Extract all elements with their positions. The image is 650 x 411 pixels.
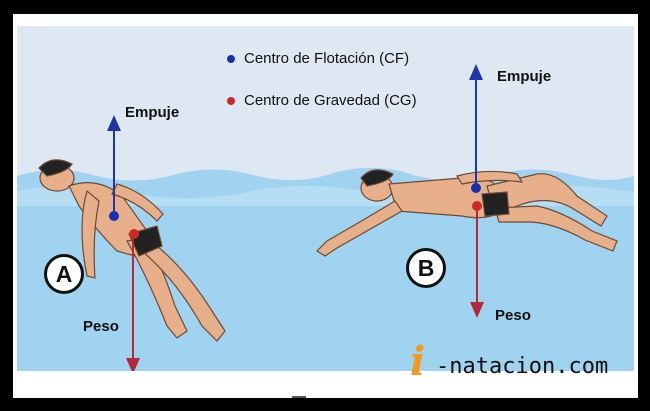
cg-point-a xyxy=(129,229,139,239)
cf-legend-label: Centro de Flotación (CF) xyxy=(244,50,409,67)
brand-i-glyph: i xyxy=(410,338,425,385)
cf-point-a xyxy=(109,211,119,221)
cf-legend-dot xyxy=(227,55,235,63)
peso-label-a: Peso xyxy=(83,318,119,335)
cg-point-b xyxy=(472,201,482,211)
empuje-arrow-b-head xyxy=(469,64,483,80)
cf-point-b xyxy=(471,183,481,193)
legend-cf: Centro de Flotación (CF) xyxy=(227,50,409,67)
brand-text: -natacion.com xyxy=(436,354,608,379)
badge-b: B xyxy=(406,248,446,288)
empuje-label-b: Empuje xyxy=(497,68,551,85)
empuje-label-a: Empuje xyxy=(125,104,179,121)
peso-label-b: Peso xyxy=(495,307,531,324)
cg-legend-dot xyxy=(227,97,235,105)
legend-cg: Centro de Gravedad (CG) xyxy=(227,92,417,109)
empuje-arrow-a-head xyxy=(107,115,121,131)
bottom-tick xyxy=(292,396,306,398)
badge-a: A xyxy=(44,254,84,294)
cg-legend-label: Centro de Gravedad (CG) xyxy=(244,92,417,109)
